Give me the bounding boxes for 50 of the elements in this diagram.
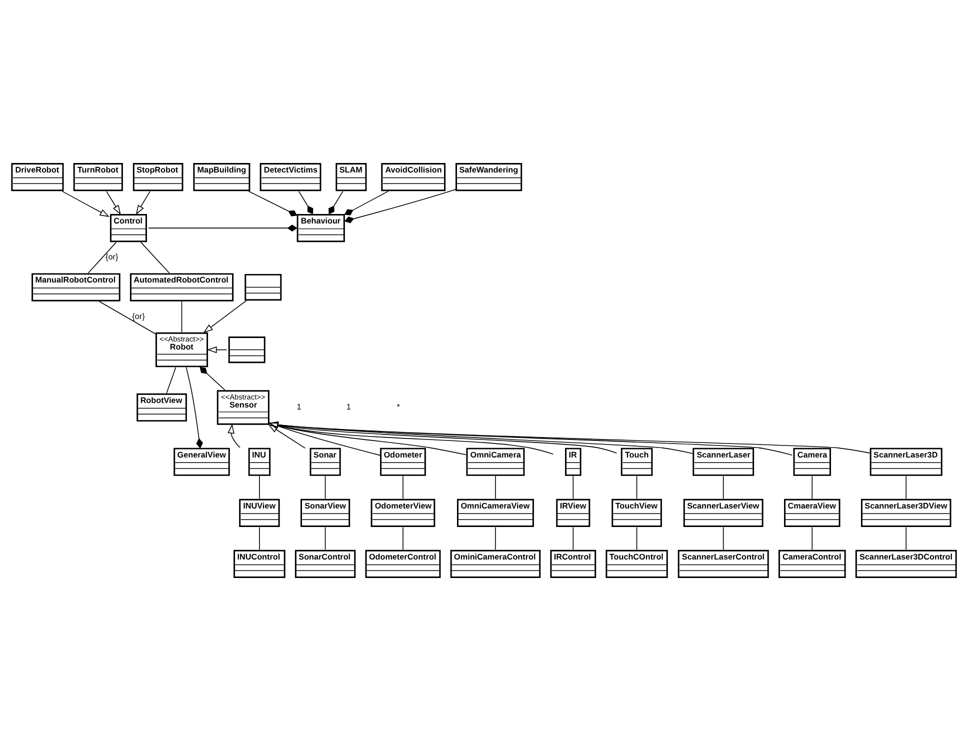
edge-label: {or} xyxy=(132,311,145,320)
arrow xyxy=(203,300,247,332)
arrow xyxy=(268,420,792,456)
connector xyxy=(88,241,117,273)
connector xyxy=(722,475,724,499)
connector xyxy=(495,526,496,550)
connector xyxy=(572,526,574,550)
connector xyxy=(324,475,326,499)
connector xyxy=(324,526,326,550)
connector xyxy=(722,526,724,550)
connector xyxy=(906,526,907,550)
connector xyxy=(186,366,204,448)
connector xyxy=(344,190,389,215)
connector xyxy=(328,190,344,214)
connector xyxy=(148,224,298,232)
arrow xyxy=(268,422,380,456)
connector xyxy=(344,188,456,223)
arrow xyxy=(268,422,554,454)
connector xyxy=(812,526,813,550)
connector xyxy=(200,366,226,390)
arrow xyxy=(106,190,121,214)
arrow xyxy=(268,424,306,448)
connector xyxy=(298,190,314,214)
connector xyxy=(495,475,496,499)
connector xyxy=(248,190,298,216)
label: 1 xyxy=(346,402,351,412)
label: * xyxy=(396,402,400,412)
arrow xyxy=(268,420,693,454)
label: 1 xyxy=(296,402,302,412)
arrow xyxy=(268,421,618,453)
edge-label: {or} xyxy=(106,252,118,262)
connector xyxy=(636,475,638,499)
connector xyxy=(906,475,907,499)
connector xyxy=(181,300,182,332)
connector xyxy=(259,475,260,499)
connector xyxy=(636,526,638,550)
connector xyxy=(402,475,404,499)
connector xyxy=(812,475,813,499)
arrow xyxy=(268,422,466,455)
arrow xyxy=(136,190,150,214)
connector xyxy=(572,475,574,499)
connector xyxy=(402,526,404,550)
arrow xyxy=(268,420,870,453)
arrow xyxy=(206,346,228,353)
connector xyxy=(98,300,156,334)
connector xyxy=(166,366,176,394)
connector xyxy=(140,241,170,273)
arrow xyxy=(62,190,110,216)
arrow xyxy=(228,423,240,448)
connector xyxy=(259,526,260,550)
